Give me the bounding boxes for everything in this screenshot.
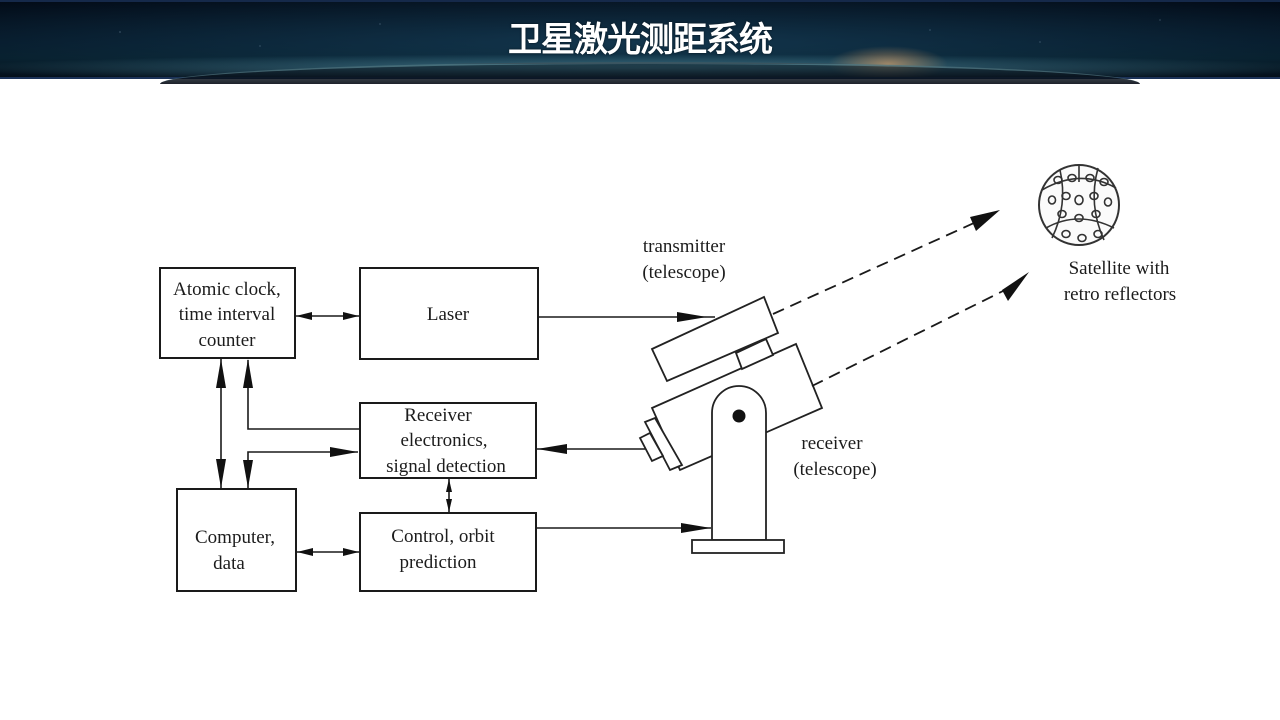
- satellite-label-1: Satellite with: [1069, 258, 1170, 279]
- box-laser: Laser: [359, 267, 539, 360]
- receiver-electronics-label-3: signal detection: [386, 456, 506, 477]
- arrow-computer-control: [297, 548, 359, 556]
- control-label-2: prediction: [399, 552, 477, 573]
- telescope-mount-pillar: [711, 385, 767, 541]
- atomic-clock-label-3: counter: [199, 330, 257, 351]
- arrow-receiver-control: [446, 479, 452, 512]
- arrow-receiver-clock: [243, 359, 359, 430]
- transmitter-label-2: (telescope): [642, 262, 725, 283]
- receiver-electronics-label-2: electronics,: [400, 430, 487, 451]
- laser-label: Laser: [427, 304, 470, 325]
- arrowhead: [343, 312, 359, 320]
- receiver-electronics-label-1: Receiver: [404, 405, 472, 426]
- arrowhead: [1002, 272, 1029, 301]
- arrowhead: [343, 548, 359, 556]
- computer-label-2: data: [213, 553, 245, 574]
- arrow-clock-laser: [296, 312, 359, 320]
- box-receiver-electronics: Receiver electronics, signal detection: [359, 402, 537, 479]
- arrow-laser-transmitter: [538, 312, 715, 322]
- arrowhead: [446, 479, 452, 492]
- page-title: 卫星激光测距系统: [508, 20, 773, 60]
- arrow-telescope-receiver-electronics: [537, 444, 645, 454]
- arrowhead: [243, 359, 253, 388]
- atomic-clock-label-1: Atomic clock,: [173, 279, 281, 300]
- arrowhead: [296, 312, 312, 320]
- atomic-clock-label-2: time interval: [179, 304, 276, 325]
- telescope-assembly: [638, 295, 824, 554]
- arrow-clock-computer: [216, 359, 226, 488]
- arrowhead: [446, 499, 452, 512]
- arrowhead: [970, 210, 1000, 231]
- box-atomic-clock: Atomic clock, time interval counter: [159, 267, 296, 359]
- receiver-eyepiece: [638, 431, 665, 463]
- receiver-label-1: receiver: [801, 433, 863, 454]
- header-banner: 卫星激光测距系统: [0, 0, 1280, 84]
- arrowhead: [677, 312, 707, 322]
- earth-horizon-glow: [160, 62, 1140, 84]
- control-label-1: Control, orbit: [391, 526, 495, 547]
- transmitter-telescope-body: [650, 295, 780, 383]
- arrowhead: [216, 359, 226, 388]
- beam-outgoing: [772, 210, 1000, 315]
- telescope-mount-base: [691, 539, 785, 554]
- telescope-coupler: [734, 337, 775, 371]
- satellite-label-2: retro reflectors: [1064, 284, 1176, 305]
- arrowhead: [537, 444, 567, 454]
- computer-label-1: Computer,: [195, 527, 275, 548]
- arrow-control-mount: [537, 523, 711, 533]
- arrowhead: [330, 447, 358, 457]
- arrowhead: [216, 459, 226, 488]
- arrowhead: [297, 548, 313, 556]
- beam-return: [811, 272, 1029, 387]
- satellite-icon: [1038, 164, 1120, 246]
- arrowhead: [243, 460, 253, 488]
- box-control-orbit: Control, orbit prediction: [359, 512, 537, 592]
- transmitter-label-1: transmitter: [643, 236, 726, 257]
- mount-pivot-icon: [732, 409, 746, 423]
- arrow-computer-receiver: [243, 447, 358, 488]
- box-computer: Computer, data: [176, 488, 297, 592]
- arrowhead: [681, 523, 711, 533]
- receiver-label-2: (telescope): [793, 459, 876, 480]
